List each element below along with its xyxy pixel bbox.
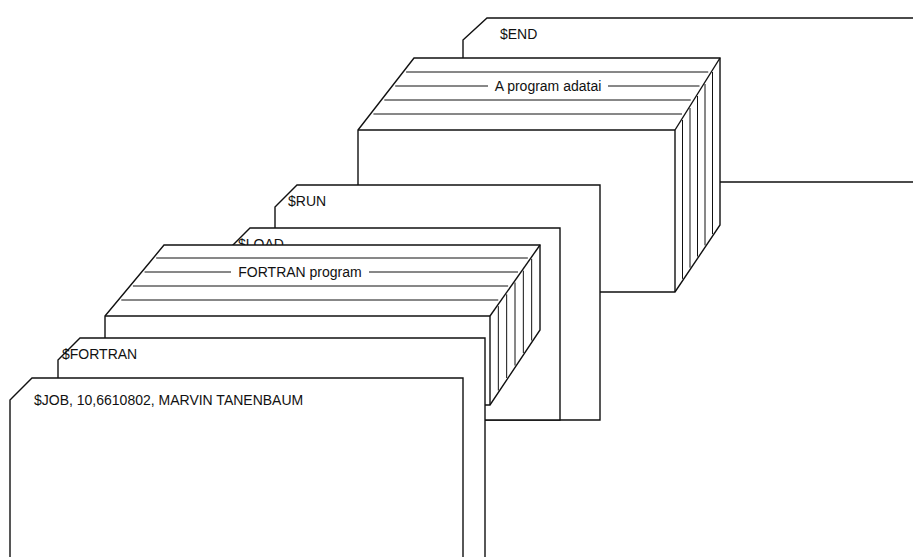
deck-edge (674, 130, 675, 292)
card-shape (10, 378, 463, 557)
card-side-line (515, 283, 516, 366)
card-shape (58, 338, 485, 557)
deck-label: A program adatai (488, 78, 609, 94)
card-edge-line (373, 114, 682, 115)
card-label: $JOB, 10,6610802, MARVIN TANENBAUM (34, 392, 303, 408)
card-side-line (498, 306, 499, 390)
card-side-line (690, 108, 691, 268)
card-label: $END (500, 26, 537, 42)
card-side-line (523, 271, 524, 353)
card-side-line (682, 120, 683, 279)
card-edge-line (133, 286, 508, 287)
deck-label: FORTRAN program (231, 264, 368, 280)
card-shape (463, 18, 913, 182)
card-shape (105, 245, 540, 405)
deck-edge (105, 315, 490, 316)
card-edge-line (406, 72, 708, 73)
card-side-line (705, 84, 706, 245)
card-shape (358, 58, 720, 292)
card-side-line (531, 259, 532, 341)
card-label: $FORTRAN (62, 346, 137, 362)
card-edge-line (121, 300, 498, 301)
deck-edge (358, 129, 675, 130)
card-label: $RUN (288, 193, 326, 209)
card-shape (275, 185, 600, 420)
card-side-line (697, 96, 698, 257)
job-card: $JOB, 10,6610802, MARVIN TANENBAUM (10, 378, 463, 557)
deck-edge (489, 316, 490, 405)
card-shape (228, 228, 560, 420)
card-edge-line (156, 258, 528, 259)
card-edge-line (384, 100, 690, 101)
card-side-line (506, 294, 507, 378)
card-side-line (712, 72, 713, 234)
